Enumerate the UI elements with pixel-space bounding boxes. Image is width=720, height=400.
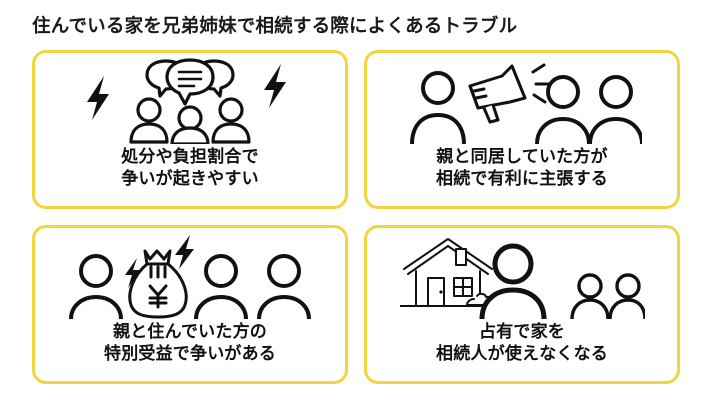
person-icon bbox=[535, 75, 591, 144]
trouble-cards-grid: 処分や負担割合で 争いが起きやすい bbox=[32, 50, 680, 384]
money-bag-yen-icon bbox=[128, 249, 188, 319]
lightning-bolt-icon bbox=[87, 76, 109, 120]
trouble-card-disposal-burden-ratio: 処分や負担割合で 争いが起きやすい bbox=[32, 50, 348, 209]
card-3-illustration bbox=[35, 232, 345, 320]
page-title: 住んでいる家を兄弟姉妹で相続する際によくあるトラブル bbox=[32, 15, 518, 36]
card-2-caption-line2: 相続で有利に主張する bbox=[436, 169, 608, 189]
trouble-card-occupancy-blocks-heirs: 占有で家を 相続人が使えなくなる bbox=[364, 225, 680, 384]
megaphone-icon bbox=[468, 64, 527, 124]
trouble-card-cohabitant-advantage: 親と同居していた方が 相続で有利に主張する bbox=[364, 50, 680, 209]
person-icon bbox=[479, 243, 546, 319]
card-4-illustration bbox=[367, 232, 677, 320]
lightning-bolt-icon bbox=[125, 258, 140, 288]
person-icon bbox=[194, 254, 248, 319]
card-1-illustration bbox=[35, 57, 345, 145]
three-people-icon bbox=[129, 97, 251, 144]
card-3-caption-line2: 特別受益で争いがある bbox=[104, 344, 276, 364]
speech-bubble-text-lines bbox=[177, 70, 203, 88]
person-icon bbox=[588, 75, 642, 144]
card-2-illustration bbox=[367, 57, 677, 145]
lightning-bolt-icon bbox=[175, 235, 194, 269]
person-icon bbox=[569, 273, 610, 319]
person-icon bbox=[607, 273, 645, 319]
house-icon bbox=[399, 238, 501, 307]
card-3-caption: 親と住んでいた方の 特別受益で争いがある bbox=[104, 321, 276, 366]
card-1-caption: 処分や負担割合で 争いが起きやすい bbox=[121, 146, 259, 191]
card-2-caption-line1: 親と同居していた方が bbox=[436, 147, 608, 166]
card-4-caption-line1: 占有で家を bbox=[479, 322, 565, 341]
card-4-caption-line2: 相続人が使えなくなる bbox=[436, 344, 608, 364]
card-3-caption-line1: 親と住んでいた方の bbox=[113, 322, 267, 341]
yen-symbol bbox=[148, 284, 168, 309]
person-icon bbox=[69, 254, 123, 319]
card-1-caption-line1: 処分や負担割合で bbox=[121, 147, 259, 166]
trouble-card-special-benefit-dispute: 親と住んでいた方の 特別受益で争いがある bbox=[32, 225, 348, 384]
megaphone-sound-lines bbox=[531, 63, 551, 104]
card-2-caption: 親と同居していた方が 相続で有利に主張する bbox=[436, 146, 608, 191]
card-1-caption-line2: 争いが起きやすい bbox=[121, 169, 259, 189]
lightning-bolt-icon bbox=[264, 64, 286, 108]
person-icon bbox=[257, 254, 311, 319]
card-4-caption: 占有で家を 相続人が使えなくなる bbox=[436, 321, 608, 366]
person-icon bbox=[410, 71, 466, 144]
speech-bubbles-icon bbox=[145, 58, 235, 106]
